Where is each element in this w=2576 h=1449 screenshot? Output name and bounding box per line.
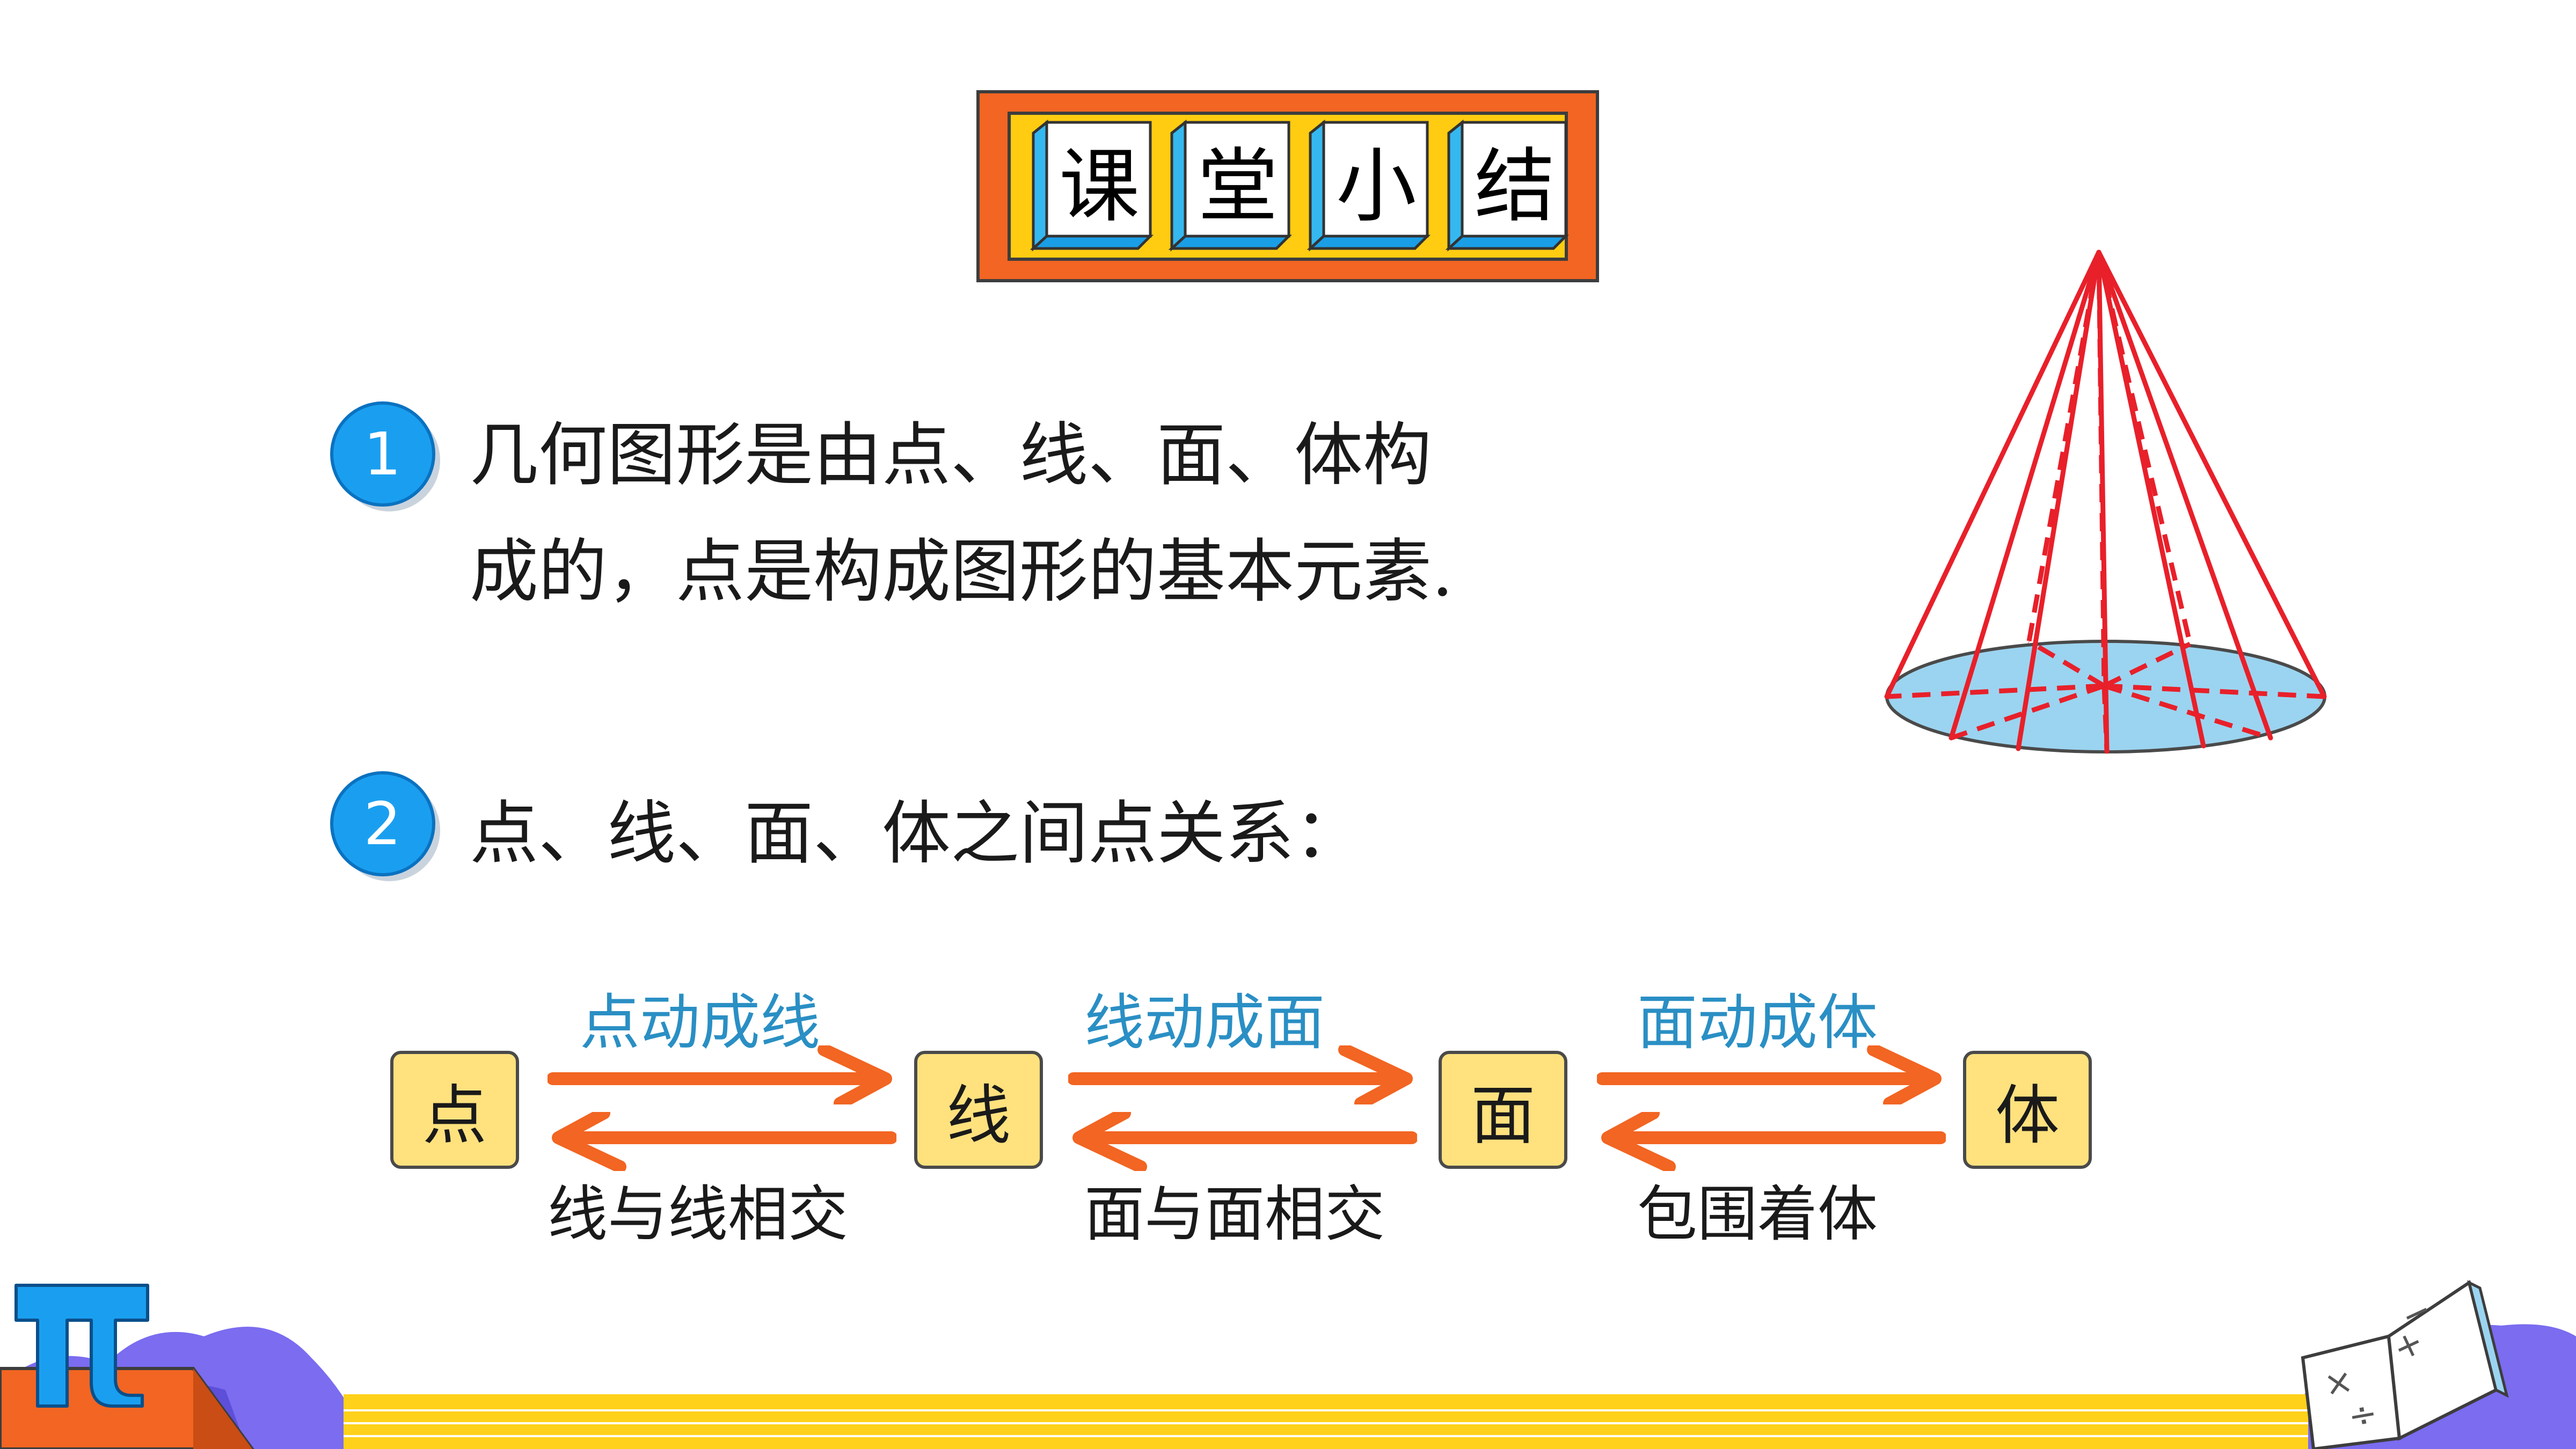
- title-char-1: 课: [1059, 140, 1140, 233]
- title-banner: 课 堂 小 结: [976, 90, 1599, 282]
- bottom-decoration: [0, 1324, 2576, 1449]
- item-2-line-1: 点、线、面、体之间点关系：: [470, 794, 1363, 874]
- node-point: 点: [390, 1051, 519, 1169]
- node-line: 线: [914, 1051, 1043, 1169]
- forward-arrow-1: [548, 1045, 892, 1104]
- title-tile-4: 结: [1443, 117, 1570, 257]
- title-tile-3: 小: [1305, 117, 1431, 257]
- title-tile-2: 堂: [1166, 117, 1293, 257]
- label-surface-intersect: 面与面相交: [1084, 1180, 1385, 1249]
- cone-illustration: [1884, 250, 2327, 754]
- book-icon: [2301, 1280, 2509, 1449]
- label-line-intersect: 线与线相交: [548, 1180, 848, 1249]
- backward-arrow-2: [1072, 1112, 1417, 1171]
- backward-arrow-3: [1601, 1112, 1946, 1171]
- number-badge-1: 1: [330, 401, 443, 514]
- node-surface: 面: [1439, 1051, 1567, 1169]
- title-char-2: 堂: [1197, 140, 1278, 233]
- title-tile-1: 课: [1028, 117, 1154, 257]
- title-char-4: 结: [1474, 140, 1555, 233]
- label-enclose-solid: 包围着体: [1637, 1180, 1878, 1249]
- forward-arrow-3: [1597, 1045, 1942, 1104]
- number-badge-2-text: 2: [363, 789, 402, 858]
- item-1-line-2: 成的，点是构成图形的基本元素.: [470, 532, 1454, 612]
- pi-icon: [14, 1284, 149, 1408]
- title-banner-inner: 课 堂 小 结: [1008, 112, 1570, 261]
- label-surface-to-solid: 面动成体: [1637, 988, 1878, 1058]
- label-point-to-line: 点动成线: [580, 988, 820, 1058]
- number-badge-2: 2: [330, 771, 443, 884]
- backward-arrow-1: [552, 1112, 896, 1171]
- title-char-3: 小: [1336, 140, 1417, 233]
- number-badge-1-text: 1: [363, 419, 402, 488]
- item-1-line-1: 几何图形是由点、线、面、体构: [470, 415, 1432, 495]
- node-solid: 体: [1963, 1051, 2092, 1169]
- label-line-to-surface: 线动成面: [1084, 988, 1325, 1058]
- forward-arrow-2: [1068, 1045, 1413, 1104]
